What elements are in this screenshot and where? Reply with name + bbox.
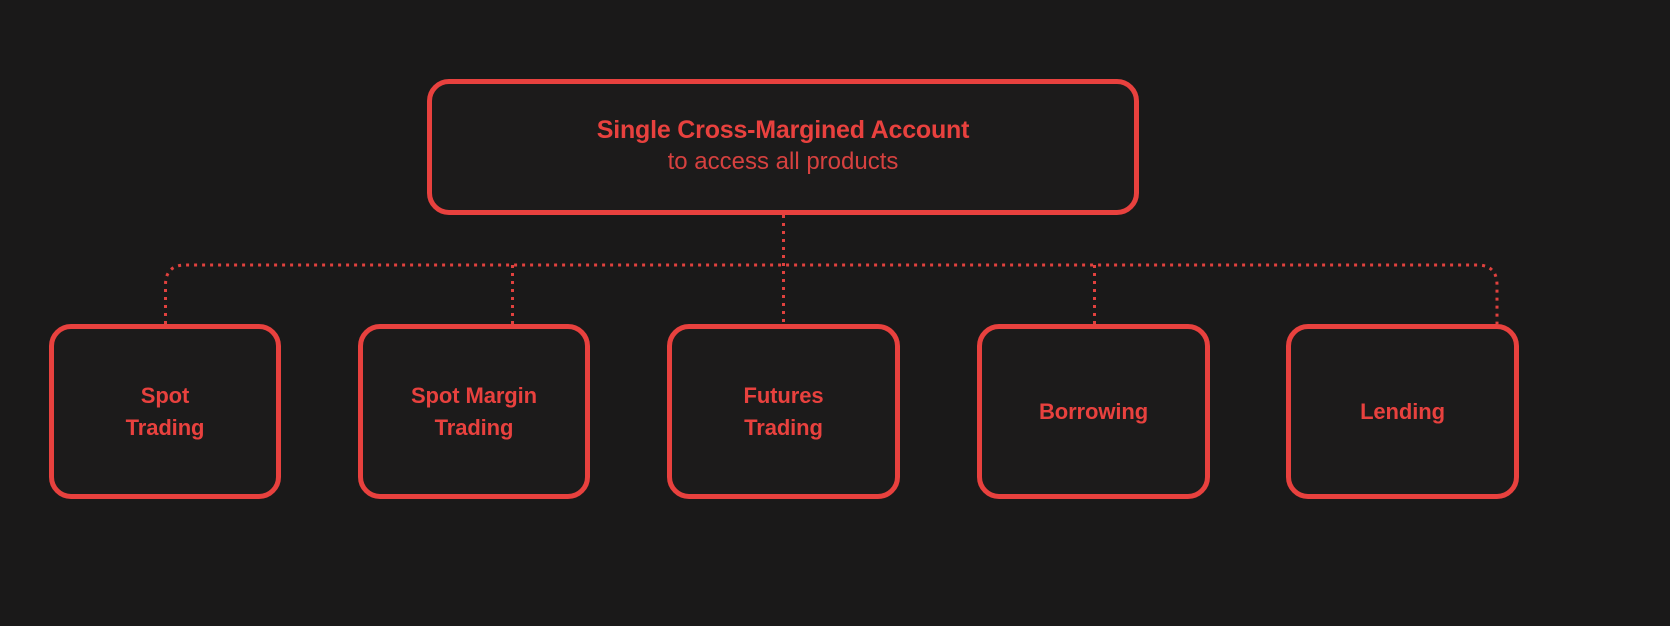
root-node-subtitle: to access all products xyxy=(667,148,899,176)
child-node-label: Futures Trading xyxy=(743,382,824,440)
child-node-label: Lending xyxy=(1360,398,1445,424)
child-node-futures-trading: Futures Trading xyxy=(667,324,900,499)
connector-rail xyxy=(164,263,1499,324)
root-node-title: Single Cross-Margined Account xyxy=(596,116,970,145)
child-node-label: Spot Trading xyxy=(125,382,205,440)
root-node: Single Cross-Margined Account to access … xyxy=(427,79,1139,215)
child-node-label: Spot Margin Trading xyxy=(410,382,537,440)
child-node-borrowing: Borrowing xyxy=(977,324,1210,499)
child-node-spot-trading: Spot Trading xyxy=(49,324,281,499)
child-node-label: Borrowing xyxy=(1038,398,1149,424)
child-node-spot-margin-trading: Spot Margin Trading xyxy=(358,324,590,499)
child-node-lending: Lending xyxy=(1286,324,1519,499)
